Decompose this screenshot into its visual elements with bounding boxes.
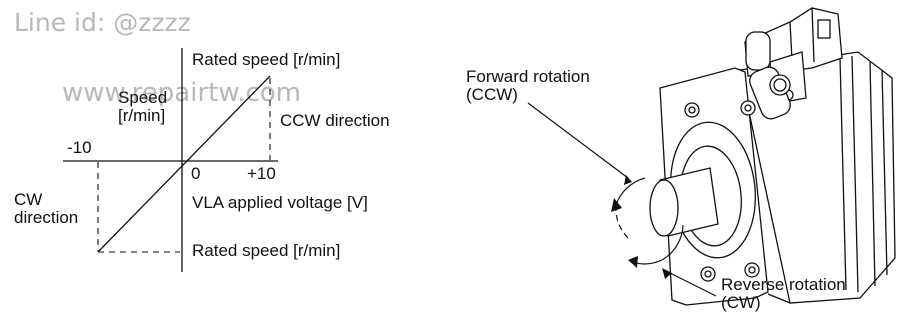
y-axis-label: Speed [r/min] (118, 88, 168, 125)
bottom-rated-speed-label: Rated speed [r/min] (192, 241, 341, 260)
reverse-rotation-label: Reverse rotation (CW) (721, 275, 846, 312)
speed-characteristic-line (97, 75, 271, 253)
forward-leader-line (527, 102, 629, 179)
forward-rotation-label: Forward rotation (CCW) (466, 67, 590, 104)
x-max-tick: +10 (247, 164, 276, 183)
connector-plug (745, 31, 771, 71)
reverse-rotation-arrow (661, 224, 684, 261)
forward-rotation-arrow (615, 177, 646, 206)
x-axis-label: VLA applied voltage [V] (192, 193, 368, 212)
x-min-tick: -10 (67, 138, 92, 157)
watermark-line-id: Line id: @zzzz (14, 8, 191, 37)
reverse-arrowhead (628, 256, 638, 268)
origin-tick: 0 (191, 164, 201, 183)
ccw-direction-label: CCW direction (280, 111, 390, 130)
cw-direction-label: CW direction (14, 190, 79, 227)
servo-motor-illustration (649, 7, 896, 306)
forward-arrowhead (611, 198, 622, 212)
top-rated-speed-label: Rated speed [r/min] (192, 50, 341, 69)
reverse-leader-line (663, 269, 717, 297)
